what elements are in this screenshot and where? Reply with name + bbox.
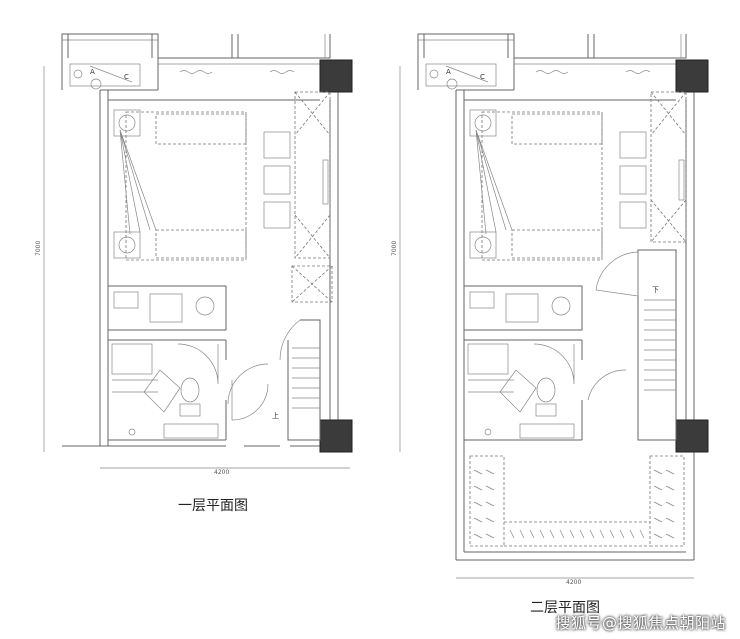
watermark: 搜狐号@搜狐焦点朝阳站 — [555, 614, 726, 632]
stair-direction-tag: 上 — [272, 411, 279, 420]
bed-2 — [481, 111, 603, 261]
second-floor-plan: A C — [391, 33, 709, 616]
column-top-right — [319, 59, 353, 93]
first-floor-caption: 一层平面图 — [178, 498, 248, 514]
column-bottom-right — [319, 419, 353, 453]
width-dimension-2: 4200 — [566, 579, 581, 586]
bed — [125, 111, 247, 261]
ac-tag-c: C — [124, 73, 129, 81]
ac-unit-box — [69, 63, 141, 87]
second-floor-caption: 二层平面图 — [530, 600, 600, 616]
ac-tag-c-2: C — [480, 73, 485, 81]
ac-unit-box-2 — [425, 63, 497, 87]
height-dimension-2: 7000 — [391, 241, 398, 256]
height-dimension: 7000 — [35, 241, 42, 256]
column-top-right-2 — [675, 59, 709, 93]
column-bottom-right-2 — [675, 419, 709, 453]
first-floor-plan: A C — [35, 33, 353, 514]
ac-tag-a: A — [90, 68, 95, 76]
width-dimension: 4200 — [214, 469, 229, 476]
stair-direction-tag-2: 下 — [652, 286, 659, 294]
ac-tag-a-2: A — [446, 68, 451, 76]
